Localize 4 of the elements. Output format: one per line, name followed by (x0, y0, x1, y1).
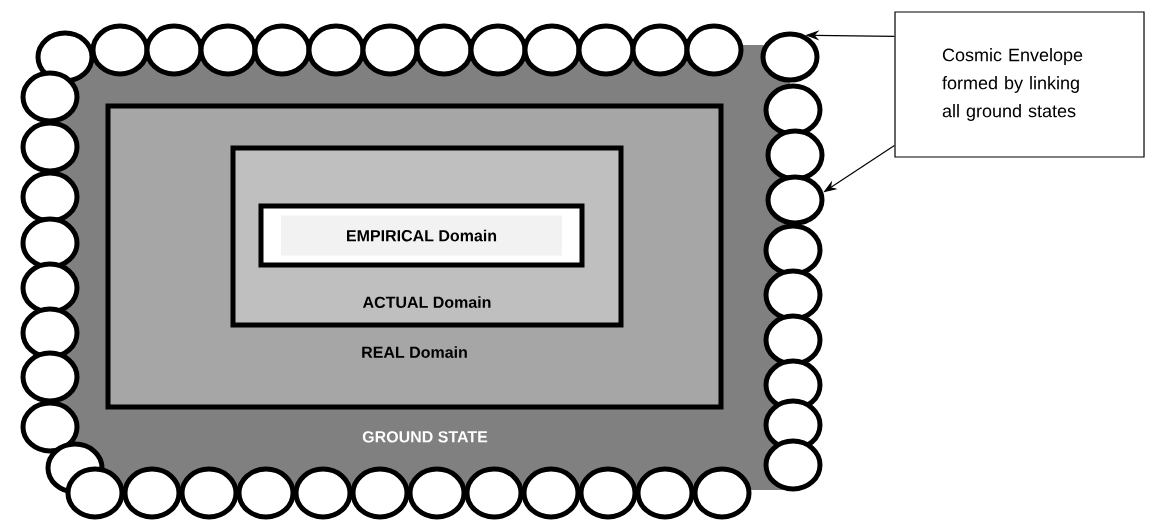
domain-box: EMPIRICAL Domain (258, 203, 585, 268)
callout-box: Cosmic Envelope formed by linking all ground states (894, 11, 1145, 158)
envelope-circle (765, 174, 825, 226)
envelope-circle (760, 31, 820, 83)
